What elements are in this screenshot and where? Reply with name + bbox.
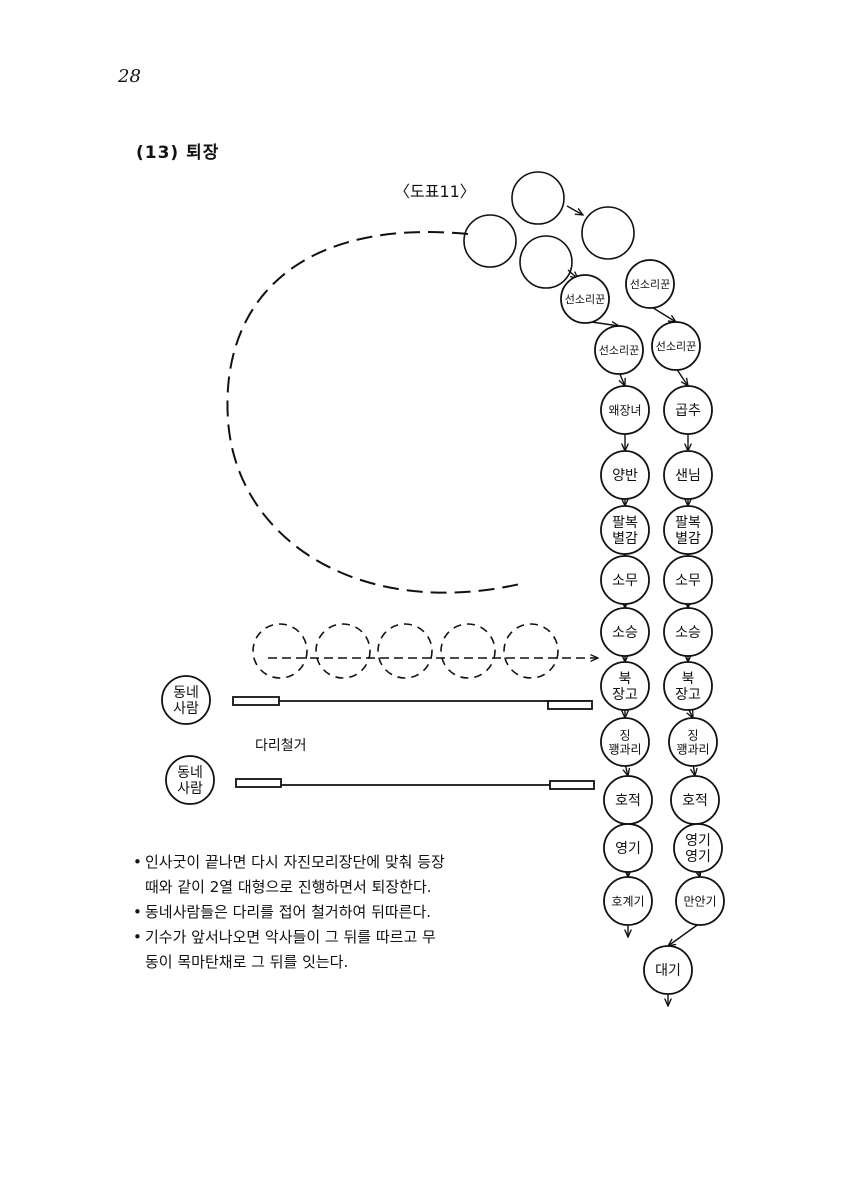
right-column-node-label: 소승 bbox=[675, 625, 701, 641]
right-column-node: 북장고 bbox=[663, 661, 713, 711]
note-text-line: 인사굿이 끝나면 다시 자진모리장단에 맞춰 등장 bbox=[145, 853, 445, 871]
left-column-node-label: 선소리꾼 bbox=[565, 293, 605, 306]
left-column-node-label: 북 bbox=[619, 671, 632, 687]
left-column-node-label: 소승 bbox=[612, 625, 638, 641]
note-text-line: 기수가 앞서나오면 악사들이 그 뒤를 따르고 무 bbox=[145, 928, 436, 946]
right-column-node-label: 대기 bbox=[655, 963, 681, 979]
left-column-node: 북장고 bbox=[600, 661, 650, 711]
right-column-node-label: 별감 bbox=[675, 531, 701, 547]
blank-circle-2 bbox=[581, 206, 635, 260]
bridge-pole-bottom bbox=[235, 778, 595, 790]
left-column-node-label: 호적 bbox=[615, 793, 641, 809]
right-column-arrow bbox=[649, 305, 676, 322]
right-column-node: 소승 bbox=[663, 607, 713, 657]
blank-circle-3 bbox=[463, 214, 517, 268]
right-column-node-label: 팔복 bbox=[675, 515, 701, 531]
left-column-node-label: 호계기 bbox=[611, 894, 644, 908]
left-column-node-label: 영기 bbox=[615, 841, 641, 857]
figure-label: 〈도표11〉 bbox=[394, 182, 476, 201]
right-column-arrow bbox=[668, 922, 701, 946]
right-column-node-label: 선소리꾼 bbox=[656, 340, 696, 353]
left-column-node-label: 팔복 bbox=[612, 515, 638, 531]
right-column-node-label: 샌님 bbox=[675, 468, 701, 484]
left-column-node-label: 양반 bbox=[612, 468, 638, 484]
villager-circle-bottom: 동네사람 bbox=[165, 755, 215, 805]
right-column-node-label: 장고 bbox=[675, 687, 701, 703]
left-column-node: 소무 bbox=[600, 555, 650, 605]
right-column-node: 소무 bbox=[663, 555, 713, 605]
right-column-node-label: 꽹과리 bbox=[676, 742, 709, 756]
villager-circle-top-label: 동네 bbox=[173, 685, 199, 701]
left-column-node: 선소리꾼 bbox=[594, 325, 644, 375]
dashed-arc-path bbox=[226, 231, 521, 594]
right-column-node: 샌님 bbox=[663, 450, 713, 500]
note-bullet: • bbox=[133, 903, 142, 921]
right-column-node-label: 호적 bbox=[682, 793, 708, 809]
left-column-node-label: 소무 bbox=[612, 573, 638, 589]
note-text-line: 때와 같이 2열 대형으로 진행하면서 퇴장한다. bbox=[145, 878, 432, 896]
left-column-node: 호계기 bbox=[603, 876, 653, 926]
left-column-node-label: 선소리꾼 bbox=[599, 344, 639, 357]
note-text-line: 동이 목마탄채로 그 뒤를 잇는다. bbox=[145, 953, 349, 971]
right-column-node-label: 소무 bbox=[675, 573, 701, 589]
left-column-node-label: 왜장녀 bbox=[608, 403, 641, 417]
bridge-pole-top bbox=[232, 696, 593, 710]
right-column-node-label: 영기 bbox=[685, 833, 711, 849]
right-column-node: 선소리꾼 bbox=[651, 321, 701, 371]
right-column-node-label: 곱추 bbox=[675, 403, 701, 419]
page-number: 28 bbox=[118, 66, 141, 87]
right-column-node-label: 징 bbox=[687, 728, 698, 742]
right-column-node: 선소리꾼 bbox=[625, 259, 675, 309]
villager-circle-bottom-label: 사람 bbox=[177, 781, 203, 797]
blank-circle-1 bbox=[511, 171, 565, 225]
note-item: •동네사람들은 다리를 접어 철거하여 뒤따른다. bbox=[133, 900, 573, 925]
left-column-node-label: 징 bbox=[619, 728, 630, 742]
left-column-node: 영기 bbox=[603, 823, 653, 873]
right-column-node-label: 만안기 bbox=[683, 894, 716, 908]
arrow-top-1 bbox=[566, 205, 583, 215]
note-text-line: 동네사람들은 다리를 접어 철거하여 뒤따른다. bbox=[145, 903, 432, 921]
right-column-node: 곱추 bbox=[663, 385, 713, 435]
left-column-node: 선소리꾼 bbox=[560, 274, 610, 324]
dashed-circle-row bbox=[252, 623, 559, 679]
left-column-node: 양반 bbox=[600, 450, 650, 500]
left-column-node-label: 별감 bbox=[612, 531, 638, 547]
note-bullet: • bbox=[133, 853, 142, 871]
section-title: (13) 퇴장 bbox=[136, 143, 220, 163]
right-column-node-label: 북 bbox=[682, 671, 695, 687]
villager-circle-top-label: 사람 bbox=[173, 701, 199, 717]
left-column-node-label: 꽹과리 bbox=[608, 742, 641, 756]
note-bullet: • bbox=[133, 928, 142, 946]
left-column-node: 호적 bbox=[603, 775, 653, 825]
blank-circle-4 bbox=[519, 235, 573, 289]
right-column-node: 대기 bbox=[643, 945, 693, 995]
right-column-node: 만안기 bbox=[675, 876, 725, 926]
bridge-removal-label: 다리철거 bbox=[255, 738, 307, 754]
left-column-node-label: 장고 bbox=[612, 687, 638, 703]
villager-circle-bottom-label: 동네 bbox=[177, 765, 203, 781]
villager-circle-top: 동네사람 bbox=[161, 675, 211, 725]
left-column-node: 소승 bbox=[600, 607, 650, 657]
right-column-node-label: 선소리꾼 bbox=[630, 278, 670, 291]
right-column-node-label: 영기 bbox=[685, 849, 711, 865]
right-column-arrow bbox=[675, 367, 688, 386]
right-column-node: 호적 bbox=[670, 775, 720, 825]
left-column-node: 왜장녀 bbox=[600, 385, 650, 435]
